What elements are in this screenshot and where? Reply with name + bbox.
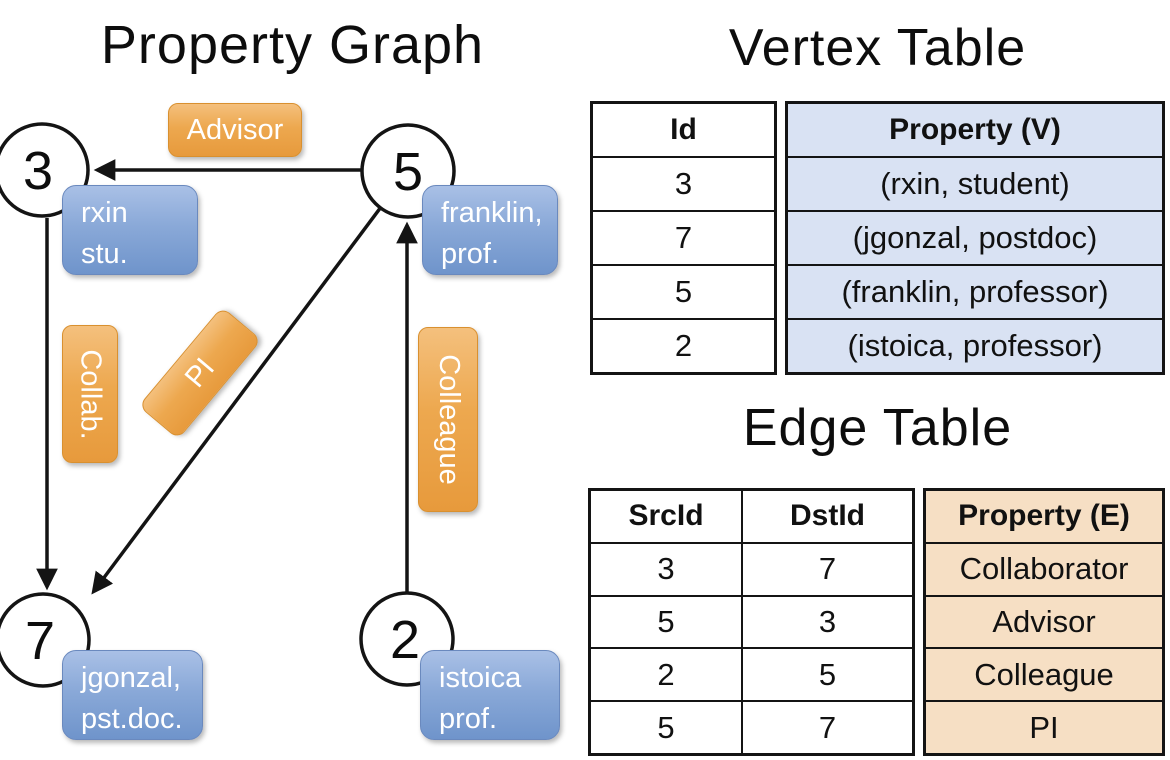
table-cell: 5 [743, 647, 912, 700]
table-cell: 3 [591, 541, 741, 595]
vertex-label-istoica-line1: istoica [439, 662, 522, 694]
vertex-label-jgonzal-line1: jgonzal, [81, 662, 181, 694]
edge-table-dstid-column: DstId 7 3 5 7 [741, 491, 912, 753]
table-cell: (rxin, student) [788, 156, 1162, 210]
table-cell: 7 [743, 700, 912, 753]
table-cell: 5 [593, 264, 774, 318]
vertex-id-5: 5 [393, 142, 423, 202]
vertex-table-property-header: Property (V) [889, 113, 1061, 146]
property-graph-title: Property Graph [100, 15, 485, 75]
edge-label-colleague-text: Colleague [432, 354, 465, 485]
table-cell: 7 [593, 210, 774, 264]
table-cell: 2 [593, 318, 774, 372]
vertex-table-id-header: Id [670, 113, 697, 146]
table-cell: Advisor [926, 594, 1162, 648]
vertex-table-title: Vertex Table [728, 19, 1027, 77]
vertex-label-istoica-line2: prof. [439, 703, 498, 736]
table-cell: 3 [593, 156, 774, 210]
edge-label-colleague: Colleague [418, 327, 478, 512]
vertex-label-jgonzal: jgonzal, pst.doc. [62, 650, 203, 740]
vertex-label-istoica: istoica prof. [420, 650, 560, 740]
edge-table-srcid-header: SrcId [628, 499, 704, 533]
table-cell: Collaborator [926, 541, 1162, 595]
table-cell: 7 [743, 541, 912, 595]
edge-label-advisor-text: Advisor [186, 113, 284, 146]
vertex-id-3: 3 [23, 141, 53, 201]
vertex-id-7: 7 [25, 611, 55, 671]
table-cell: (istoica, professor) [788, 318, 1162, 372]
edge-label-advisor: Advisor [168, 103, 302, 157]
table-cell: (franklin, professor) [788, 264, 1162, 318]
table-cell: 3 [743, 594, 912, 648]
edge-table-property-header: Property (E) [958, 499, 1130, 533]
edge-label-pi-text: PI [178, 351, 221, 394]
edge-table-srcid-column: SrcId 3 5 2 5 [591, 491, 741, 753]
vertex-label-franklin-line2: prof. [441, 238, 500, 271]
vertex-label-rxin: rxin stu. [62, 185, 198, 275]
edge-table-dstid-header: DstId [790, 499, 865, 533]
vertex-label-rxin-line2: stu. [81, 238, 128, 271]
vertex-table-id-column: Id 3 7 5 2 [590, 101, 777, 375]
table-cell: 5 [591, 594, 741, 648]
table-cell: 5 [591, 700, 741, 753]
table-cell: 2 [591, 647, 741, 700]
table-cell: Colleague [926, 647, 1162, 700]
table-cell: (jgonzal, postdoc) [788, 210, 1162, 264]
vertex-table-property-column: Property (V) (rxin, student) (jgonzal, p… [785, 101, 1165, 375]
vertex-label-franklin-line1: franklin, [441, 197, 543, 229]
edge-5-to-7 [91, 201, 386, 595]
edge-table-title: Edge Table [742, 399, 1013, 457]
table-cell: PI [926, 700, 1162, 753]
edge-table-property-column: Property (E) Collaborator Advisor Collea… [923, 488, 1165, 756]
vertex-id-2: 2 [390, 610, 420, 670]
edge-label-collab: Collab. [62, 325, 118, 463]
edge-table-ids-box: SrcId 3 5 2 5 DstId 7 3 5 7 [588, 488, 915, 756]
edge-label-collab-text: Collab. [74, 348, 107, 440]
vertex-label-rxin-line1: rxin [81, 197, 128, 229]
vertex-label-jgonzal-line2: pst.doc. [81, 703, 183, 736]
vertex-label-franklin: franklin, prof. [422, 185, 558, 275]
